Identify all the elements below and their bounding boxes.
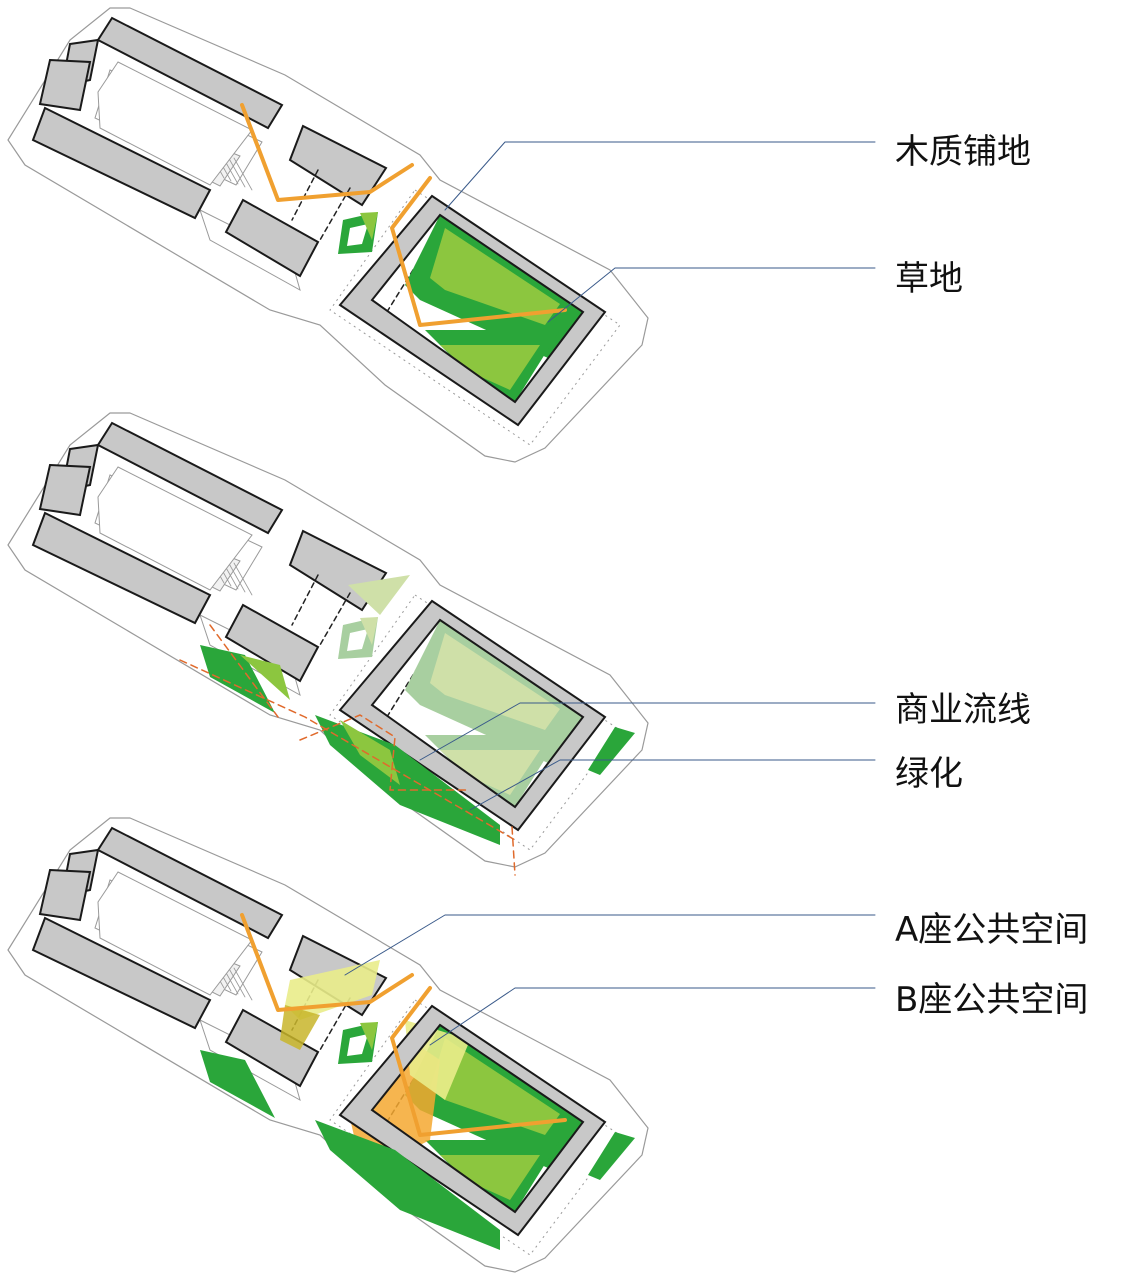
commercial-line-end bbox=[511, 826, 516, 876]
label-commercial-flow: 商业流线 bbox=[895, 690, 1031, 730]
public-space-panel bbox=[7, 817, 876, 1273]
grass-patch-south-light bbox=[440, 345, 540, 390]
building-a-north bbox=[96, 826, 284, 940]
label-b-public-space: B座公共空间 bbox=[895, 980, 1089, 1020]
planter-hole bbox=[347, 224, 368, 246]
building-c-block bbox=[224, 603, 320, 683]
dashed-link bbox=[319, 592, 351, 646]
wood-path-south bbox=[390, 986, 567, 1137]
site-boundary bbox=[7, 817, 649, 1273]
green-strip-north bbox=[348, 575, 410, 615]
courtyard bbox=[97, 61, 253, 186]
grass-patch-north-light bbox=[430, 228, 560, 325]
grass-patch-south-light bbox=[440, 750, 540, 795]
planter-light bbox=[360, 212, 378, 240]
building-a-south bbox=[31, 916, 212, 1030]
dashed-link bbox=[291, 574, 319, 626]
grass-patch-south-light bbox=[440, 1155, 540, 1200]
commercial-green-panel bbox=[7, 412, 876, 876]
green-strip-east bbox=[588, 1132, 635, 1180]
leader-greening bbox=[469, 759, 876, 811]
courtyard bbox=[97, 466, 253, 591]
building-a-north bbox=[96, 16, 284, 130]
stair-step bbox=[226, 964, 246, 998]
green-strip-south bbox=[315, 1120, 500, 1250]
stair-step bbox=[226, 559, 246, 593]
building-a-west-2 bbox=[38, 58, 92, 112]
stair-step bbox=[233, 157, 253, 191]
building-c-block bbox=[224, 198, 320, 278]
public-space-a bbox=[285, 960, 380, 1020]
stair-step bbox=[233, 967, 253, 1001]
planter-light bbox=[360, 617, 378, 645]
dashed-link bbox=[319, 997, 351, 1051]
building-a-south bbox=[31, 106, 212, 220]
building-a-west-2 bbox=[38, 868, 92, 922]
commercial-line-main bbox=[179, 659, 516, 841]
courtyard bbox=[97, 871, 253, 996]
green-strip-west bbox=[200, 645, 275, 713]
label-greening: 绿化 bbox=[895, 754, 963, 794]
stair-step bbox=[233, 562, 253, 596]
wood-grass-panel bbox=[7, 7, 876, 463]
building-b-block bbox=[288, 124, 388, 207]
wood-path-south bbox=[390, 176, 567, 327]
building-a-west-2 bbox=[38, 463, 92, 517]
building-a-south bbox=[31, 511, 212, 625]
commercial-line-mid bbox=[299, 714, 471, 791]
green-strip-west-light bbox=[240, 655, 290, 700]
label-grass: 草地 bbox=[895, 259, 963, 299]
wood-path-north bbox=[240, 103, 414, 202]
leader-grass bbox=[547, 267, 876, 323]
planter-light bbox=[360, 1022, 378, 1050]
dashed-link bbox=[291, 169, 319, 221]
dashed-link bbox=[319, 187, 351, 241]
leader-commercial bbox=[419, 702, 876, 761]
label-a-public-space: A座公共空间 bbox=[895, 910, 1089, 950]
building-d-ring bbox=[338, 1004, 607, 1237]
site-boundary bbox=[7, 7, 649, 463]
public-space-a-dark bbox=[280, 1005, 320, 1050]
planter-hole bbox=[347, 1034, 368, 1056]
grass-patch-north-light bbox=[430, 633, 560, 730]
leader-a-public bbox=[344, 914, 876, 976]
building-d-ring bbox=[338, 599, 607, 832]
planter-hole bbox=[347, 629, 368, 651]
leader-b-public bbox=[429, 987, 876, 1046]
stair-step bbox=[226, 154, 246, 188]
green-strip-south-light bbox=[340, 720, 400, 785]
green-strip-west bbox=[200, 1050, 275, 1118]
wood-path-north bbox=[240, 913, 414, 1012]
site-boundary bbox=[7, 412, 649, 868]
grass-patch-north-light bbox=[430, 1038, 560, 1135]
building-a-north bbox=[96, 421, 284, 535]
building-d-ring bbox=[338, 194, 607, 427]
leader-wood bbox=[444, 141, 876, 211]
green-strip-east bbox=[588, 727, 635, 775]
commercial-line-west bbox=[209, 624, 279, 718]
label-wood-paving: 木质铺地 bbox=[895, 132, 1031, 172]
